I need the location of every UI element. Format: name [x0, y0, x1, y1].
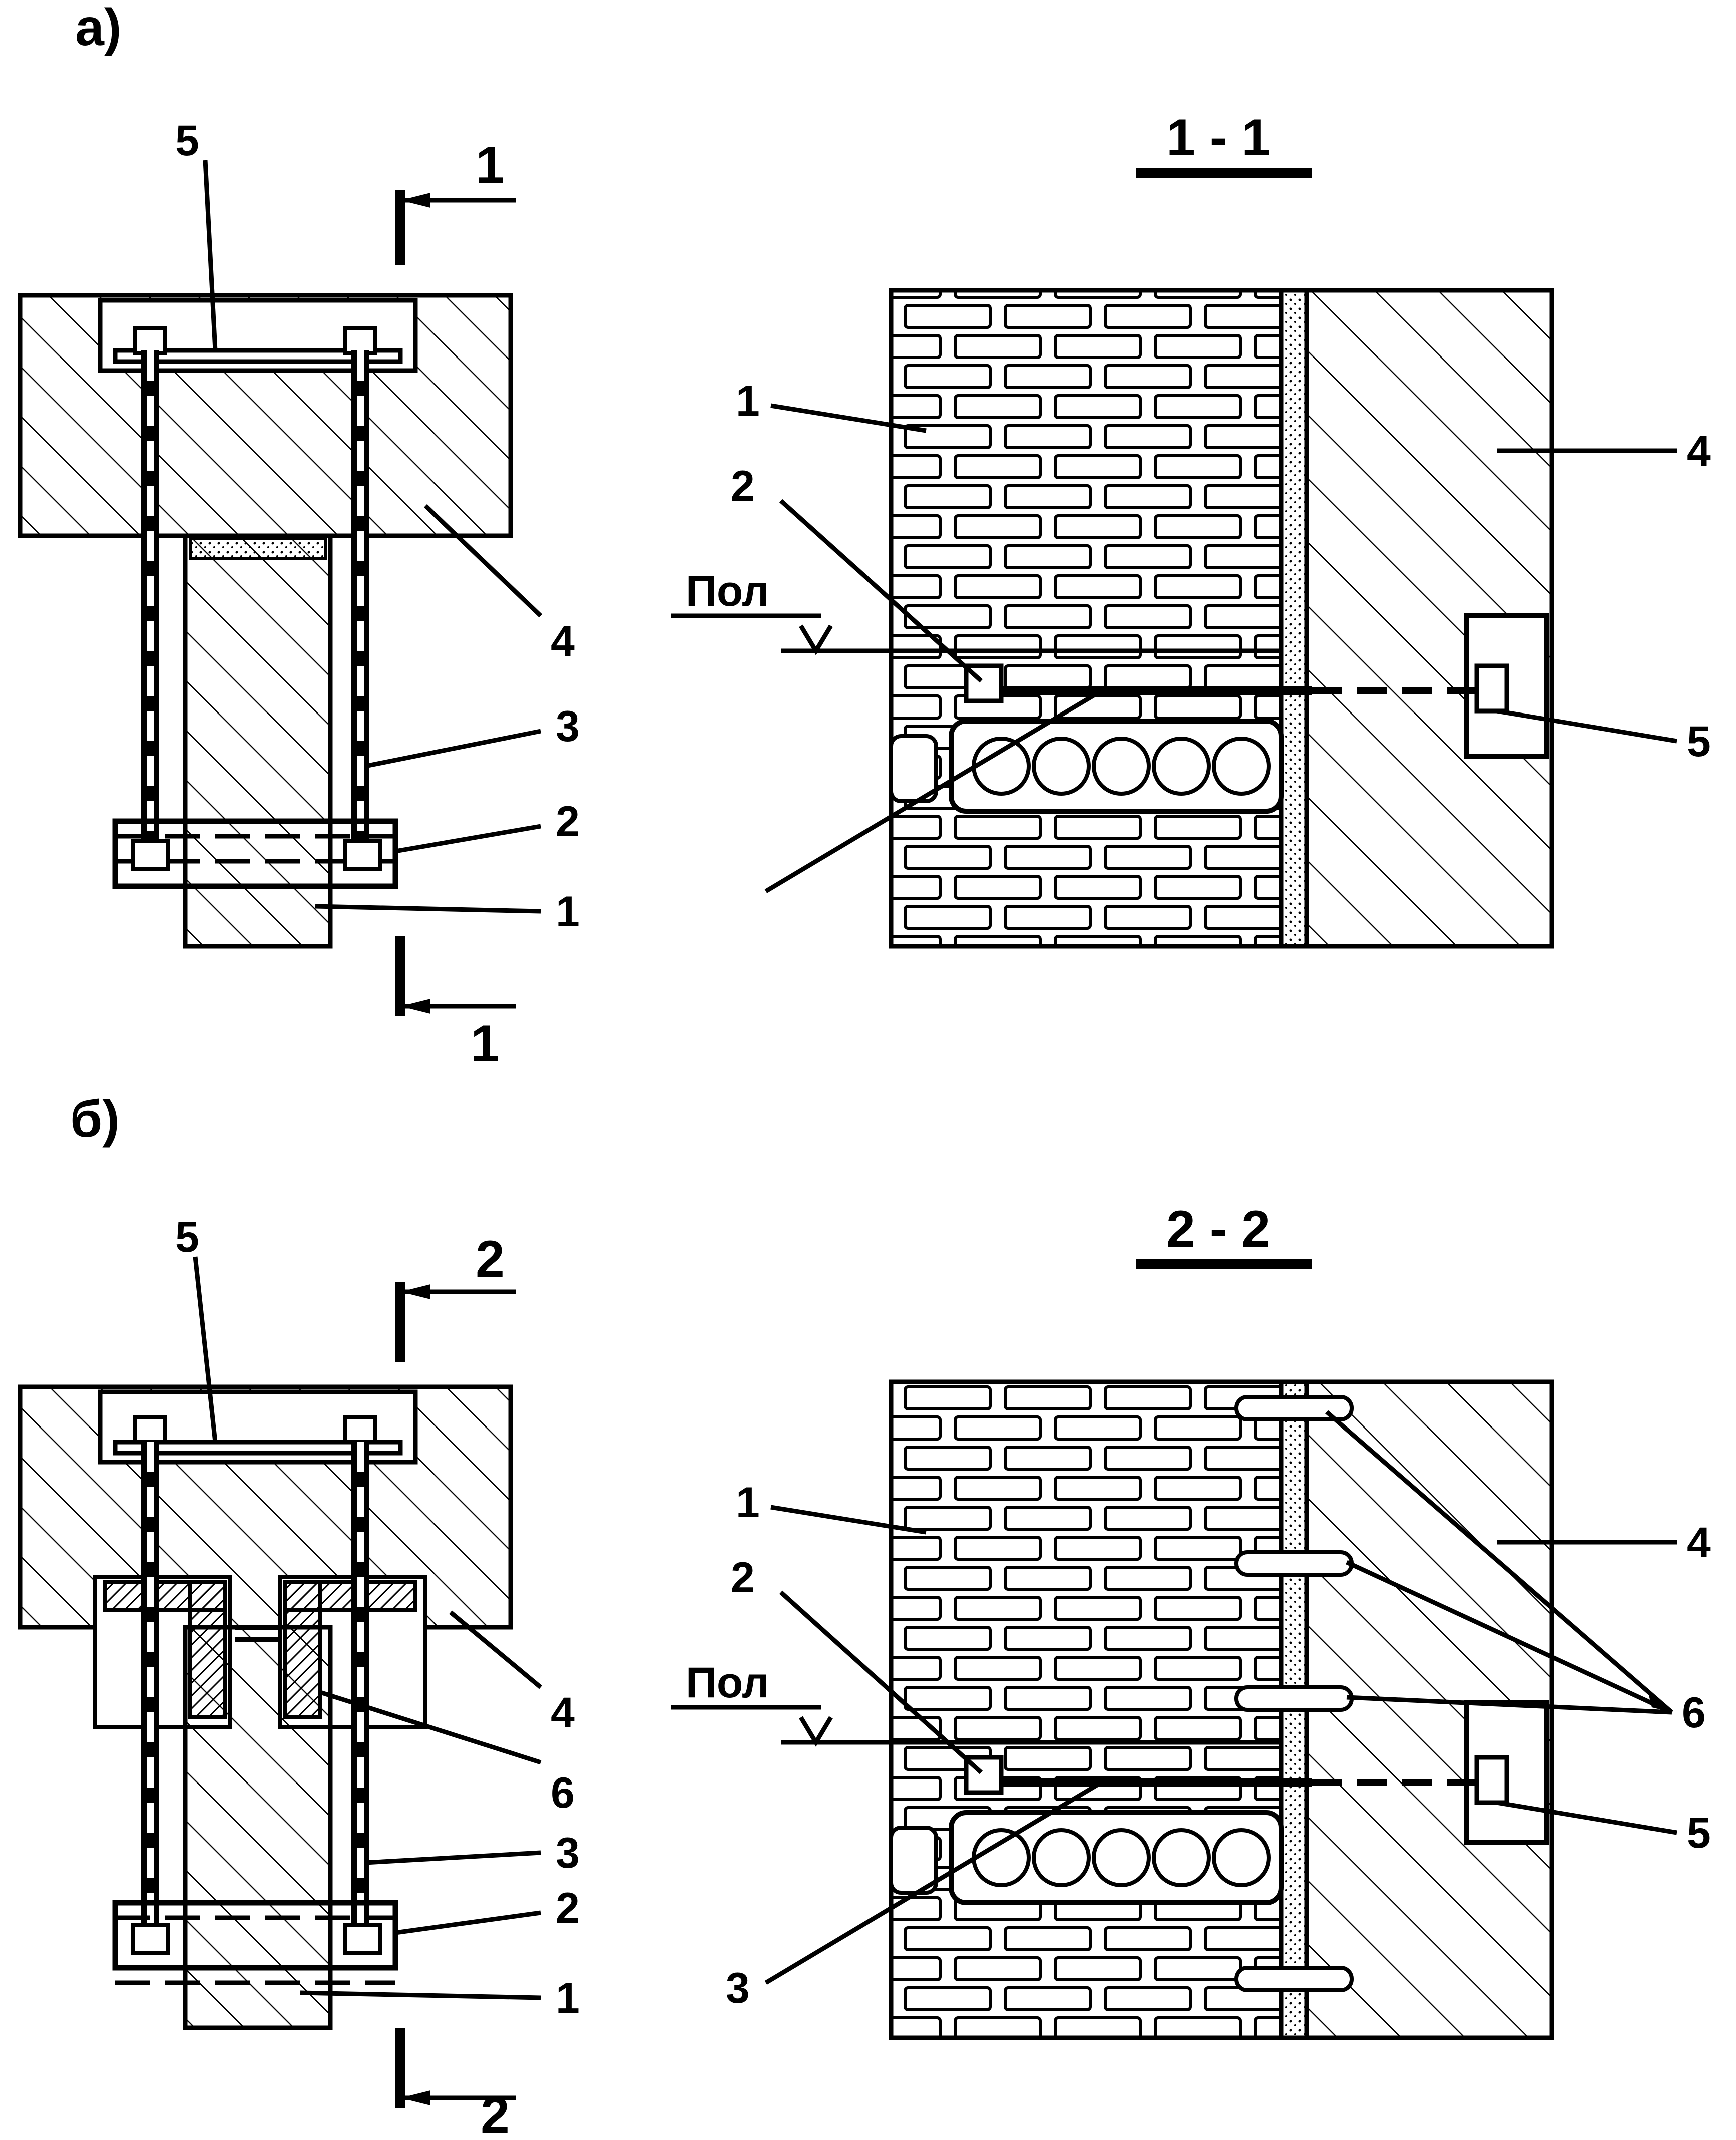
section-1-1: 1 - 1 Пол 1 2 4 — [671, 109, 1711, 949]
part-a-letter: а) — [75, 0, 121, 57]
section-b-label-1: 1 — [736, 1479, 760, 1527]
plan-a-label-5: 5 — [175, 117, 199, 165]
section-a-label-1: 1 — [736, 377, 760, 425]
plan-b-label-2: 2 — [556, 1884, 580, 1932]
plan-a-label-1: 1 — [556, 888, 580, 936]
plan-a-label-2: 2 — [556, 798, 580, 846]
brick-masonry-a — [889, 288, 1284, 949]
section-a-title: 1 - 1 — [1166, 109, 1270, 167]
section-a-label-5: 5 — [1687, 718, 1711, 766]
section-b-label-4: 4 — [1687, 1519, 1711, 1567]
brick-wall-plan — [183, 533, 333, 949]
section-2-2: 2 - 2 Пол 1 2 4 6 — [671, 1200, 1711, 2040]
plan-b-label-5: 5 — [175, 1213, 199, 1261]
plan-a-label-3: 3 — [556, 702, 580, 751]
cut-label-b-bottom: 2 — [481, 2086, 510, 2140]
plan-b-label-6: 6 — [551, 1769, 575, 1817]
section-a-label-2: 2 — [731, 462, 755, 510]
brick-masonry-b — [889, 1379, 1284, 2040]
plan-a: а) 1 1 5 — [18, 0, 580, 1073]
section-b-label-2: 2 — [731, 1554, 755, 1602]
cut-label-top: 1 — [476, 136, 505, 194]
floor-label-a: Пол — [686, 567, 769, 615]
part-b-letter: б) — [70, 1090, 120, 1148]
section-a-label-4: 4 — [1687, 427, 1711, 475]
plate-5 — [113, 348, 403, 364]
section-b-label-5: 5 — [1687, 1809, 1711, 1857]
floor-label-b: Пол — [686, 1659, 769, 1707]
angle-2 — [112, 818, 398, 889]
cut-label-bottom: 1 — [471, 1015, 500, 1073]
plan-b-label-3: 3 — [556, 1829, 580, 1877]
section-b-label-6: 6 — [1682, 1689, 1706, 1737]
cut-label-b-top: 2 — [476, 1230, 505, 1288]
plan-a-label-4: 4 — [551, 617, 575, 665]
section-b-title: 2 - 2 — [1166, 1200, 1270, 1258]
plan-b: б) 2 2 5 4 — [18, 1090, 580, 2140]
plan-b-label-1: 1 — [556, 1974, 580, 2022]
section-b-label-3: 3 — [726, 1964, 750, 2012]
plan-b-label-4: 4 — [551, 1689, 575, 1737]
